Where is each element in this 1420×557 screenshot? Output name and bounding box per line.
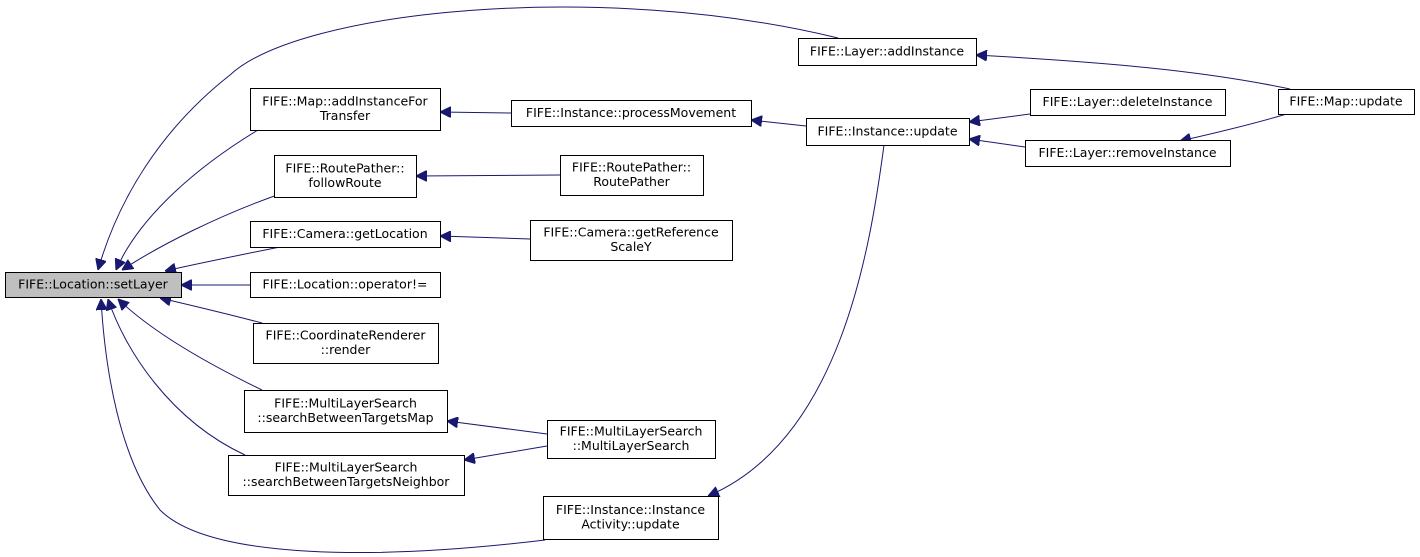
node-label: Activity::update [581, 517, 680, 532]
node-label: FIFE::CoordinateRenderer [266, 328, 427, 343]
node-getLocation[interactable]: FIFE::Camera::getLocation [250, 221, 441, 248]
node-label: FIFE::MultiLayerSearch [275, 460, 418, 475]
node-label: FIFE::Instance::Instance [556, 502, 705, 517]
node-deleteInstance[interactable]: FIFE::Layer::deleteInstance [1030, 89, 1226, 116]
node-label: FIFE::Camera::getLocation [262, 226, 427, 241]
edge-activityUpdate-to-setLayer [101, 299, 546, 553]
node-box [547, 420, 716, 459]
node-mlsCtor[interactable]: FIFE::MultiLayerSearch::MultiLayerSearch [547, 420, 716, 459]
node-label: ::searchBetweenTargetsMap [257, 410, 433, 425]
node-box [1025, 140, 1231, 167]
edge-deleteInstance-to-instanceUpdate [969, 113, 1031, 122]
node-label: ::render [321, 342, 372, 357]
node-box [543, 496, 719, 540]
node-box [250, 272, 441, 298]
edge-removeInstance-to-instanceUpdate [969, 139, 1026, 148]
edge-routePatherCtor-to-followRoute [416, 175, 561, 176]
edge-addInstanceForTransfer-to-setLayer [116, 129, 259, 270]
edge-instanceUpdate-to-activityUpdate [708, 144, 885, 496]
node-label: ScaleY [610, 239, 652, 254]
node-box [244, 390, 448, 433]
node-box [250, 221, 441, 248]
edge-getReferenceScaleY-to-getLocation [440, 236, 531, 239]
node-box [511, 100, 752, 127]
edge-mapUpdate-to-layerAddInstance [976, 55, 1291, 90]
node-coordRender[interactable]: FIFE::CoordinateRenderer::render [253, 323, 439, 364]
node-box [228, 455, 465, 496]
node-label: FIFE::Layer::deleteInstance [1043, 94, 1213, 109]
node-label: FIFE::Instance::processMovement [526, 105, 736, 120]
node-instanceUpdate[interactable]: FIFE::Instance::update [806, 118, 970, 146]
edge-followRoute-to-setLayer [122, 193, 281, 270]
node-operatorNe[interactable]: FIFE::Location::operator!= [250, 272, 441, 298]
node-searchMap[interactable]: FIFE::MultiLayerSearch::searchBetweenTar… [244, 390, 448, 433]
node-label: FIFE::RoutePather:: [285, 161, 404, 176]
node-box [530, 220, 733, 261]
node-setLayer[interactable]: FIFE::Location::setLayer [5, 272, 182, 298]
node-label: Transfer [319, 108, 371, 123]
edge-mapUpdate-to-removeInstance [1180, 112, 1291, 141]
edge-instanceUpdate-to-processMovement [751, 120, 807, 126]
node-box [560, 155, 704, 196]
node-label: FIFE::Location::operator!= [263, 276, 428, 291]
edge-getLocation-to-setLayer [165, 246, 281, 271]
node-label: ::searchBetweenTargetsNeighbor [243, 474, 451, 489]
edge-searchNeighbor-to-setLayer [108, 299, 246, 456]
node-layerAddInstance[interactable]: FIFE::Layer::addInstance [798, 38, 977, 66]
edge-coordRender-to-setLayer [160, 298, 263, 324]
node-label: FIFE::Map::update [1289, 93, 1403, 108]
node-label: FIFE::Layer::addInstance [810, 43, 964, 58]
node-label: ::MultiLayerSearch [573, 438, 690, 453]
node-removeInstance[interactable]: FIFE::Layer::removeInstance [1025, 140, 1231, 167]
node-label: FIFE::MultiLayerSearch [560, 424, 703, 439]
node-label: FIFE::Layer::removeInstance [1038, 145, 1216, 160]
edge-mlsCtor-to-searchMap [447, 421, 548, 435]
node-routePatherCtor[interactable]: FIFE::RoutePather::RoutePather [560, 155, 704, 196]
node-label: FIFE::Camera::getReference [543, 225, 719, 240]
node-box [250, 88, 441, 131]
node-box [798, 38, 977, 66]
node-label: FIFE::RoutePather:: [572, 160, 691, 175]
edges-layer [98, 6, 1291, 553]
node-label: FIFE::MultiLayerSearch [274, 396, 417, 411]
node-label: FIFE::Instance::update [817, 123, 957, 138]
edge-layerAddInstance-to-setLayer [98, 6, 839, 270]
node-box [1278, 89, 1415, 115]
node-label: followRoute [308, 175, 381, 190]
node-followRoute[interactable]: FIFE::RoutePather::followRoute [274, 155, 417, 198]
node-box [253, 323, 439, 364]
edge-searchMap-to-setLayer [118, 299, 263, 391]
node-searchNeighbor[interactable]: FIFE::MultiLayerSearch::searchBetweenTar… [228, 455, 465, 496]
nodes-layer: FIFE::Location::setLayer FIFE::Map::addIn… [5, 38, 1415, 540]
edge-processMovement-to-addInstanceForTransfer [440, 112, 512, 113]
node-processMovement[interactable]: FIFE::Instance::processMovement [511, 100, 752, 127]
node-label: FIFE::Location::setLayer [18, 276, 168, 291]
node-box [806, 118, 970, 146]
edge-mlsCtor-to-searchNeighbor [464, 445, 548, 460]
node-box [274, 155, 417, 198]
node-label: RoutePather [593, 174, 670, 189]
node-box [5, 272, 182, 298]
node-mapUpdate[interactable]: FIFE::Map::update [1278, 89, 1415, 115]
node-label: FIFE::Map::addInstanceFor [262, 94, 428, 109]
node-box [1030, 89, 1226, 116]
